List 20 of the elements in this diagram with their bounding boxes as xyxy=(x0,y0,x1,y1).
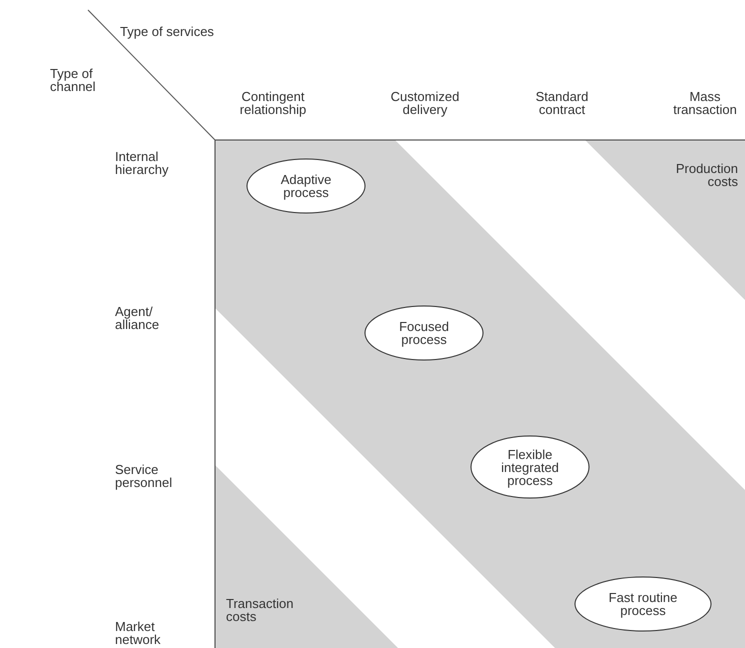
band-label: Production costs xyxy=(674,162,738,188)
process-label: Focused process xyxy=(398,320,450,346)
column-header: Contingent relationship xyxy=(238,90,308,116)
row-header: Service personnel xyxy=(115,463,174,489)
column-header: Customized delivery xyxy=(390,90,460,116)
row-header: Internal hierarchy xyxy=(115,150,170,176)
band-label: Transaction costs xyxy=(226,597,294,623)
column-header: Mass transaction xyxy=(672,90,738,116)
process-label: Flexible integrated process xyxy=(500,448,560,486)
column-axis-title: Type of services xyxy=(120,25,215,38)
process-label: Fast routine process xyxy=(608,591,678,617)
process-label: Adaptive process xyxy=(280,173,332,199)
process-ellipse xyxy=(246,158,366,214)
process-ellipse xyxy=(470,435,590,499)
column-header: Standard contract xyxy=(534,90,590,116)
row-header: Agent/ alliance xyxy=(115,305,160,331)
process-ellipse xyxy=(574,576,712,632)
row-axis-title: Type of channel xyxy=(50,67,97,93)
row-header: Market network xyxy=(115,620,162,646)
process-ellipse xyxy=(364,305,484,361)
